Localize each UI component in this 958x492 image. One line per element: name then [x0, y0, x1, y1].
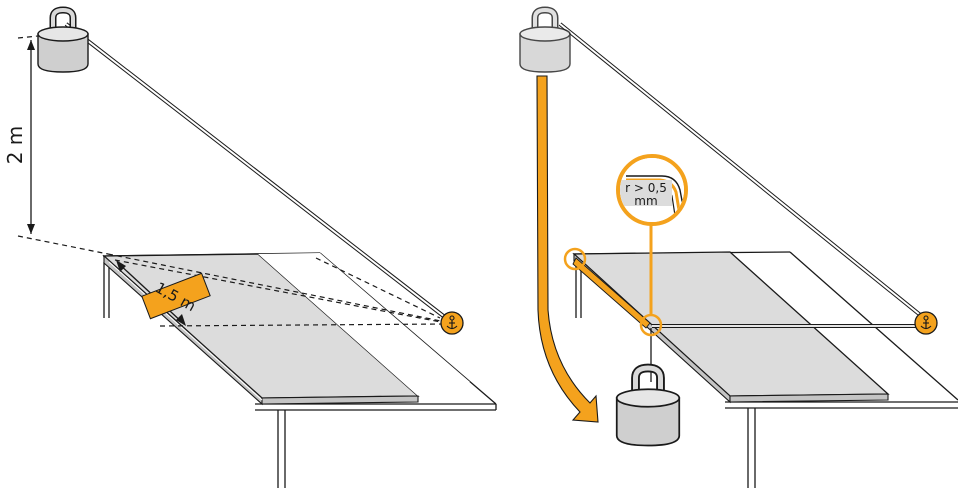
arrow-down-icon [27, 224, 35, 234]
right-rope [558, 22, 926, 320]
radius-label-line2: mm [634, 194, 657, 208]
arrow-up-icon [27, 40, 35, 50]
weight-hanging-icon [617, 368, 680, 446]
length-dimension: 1,5 m [116, 260, 211, 326]
left-dashed-guides [17, 33, 447, 327]
corner-highlight [563, 247, 587, 271]
weight-origin-icon [520, 10, 570, 72]
length-label-box [141, 272, 211, 320]
height-dimension: 2 m [3, 40, 35, 234]
anchor-right-icon [914, 311, 938, 335]
weight-icon [38, 10, 88, 72]
height-label: 2 m [3, 126, 27, 165]
magnifier-icon: r > 0,5 mm [616, 154, 688, 226]
left-sheet [102, 253, 470, 406]
anchor-icon [440, 311, 464, 335]
radius-label-line1: r > 0,5 [625, 181, 667, 195]
left-rope [64, 22, 448, 320]
arrow-end-icon [176, 314, 186, 326]
arrow-icon [536, 75, 599, 423]
right-panel: r > 0,5 mm [520, 10, 958, 488]
left-panel: 2 m 1,5 m [3, 10, 497, 488]
arrow-start-icon [116, 260, 126, 272]
